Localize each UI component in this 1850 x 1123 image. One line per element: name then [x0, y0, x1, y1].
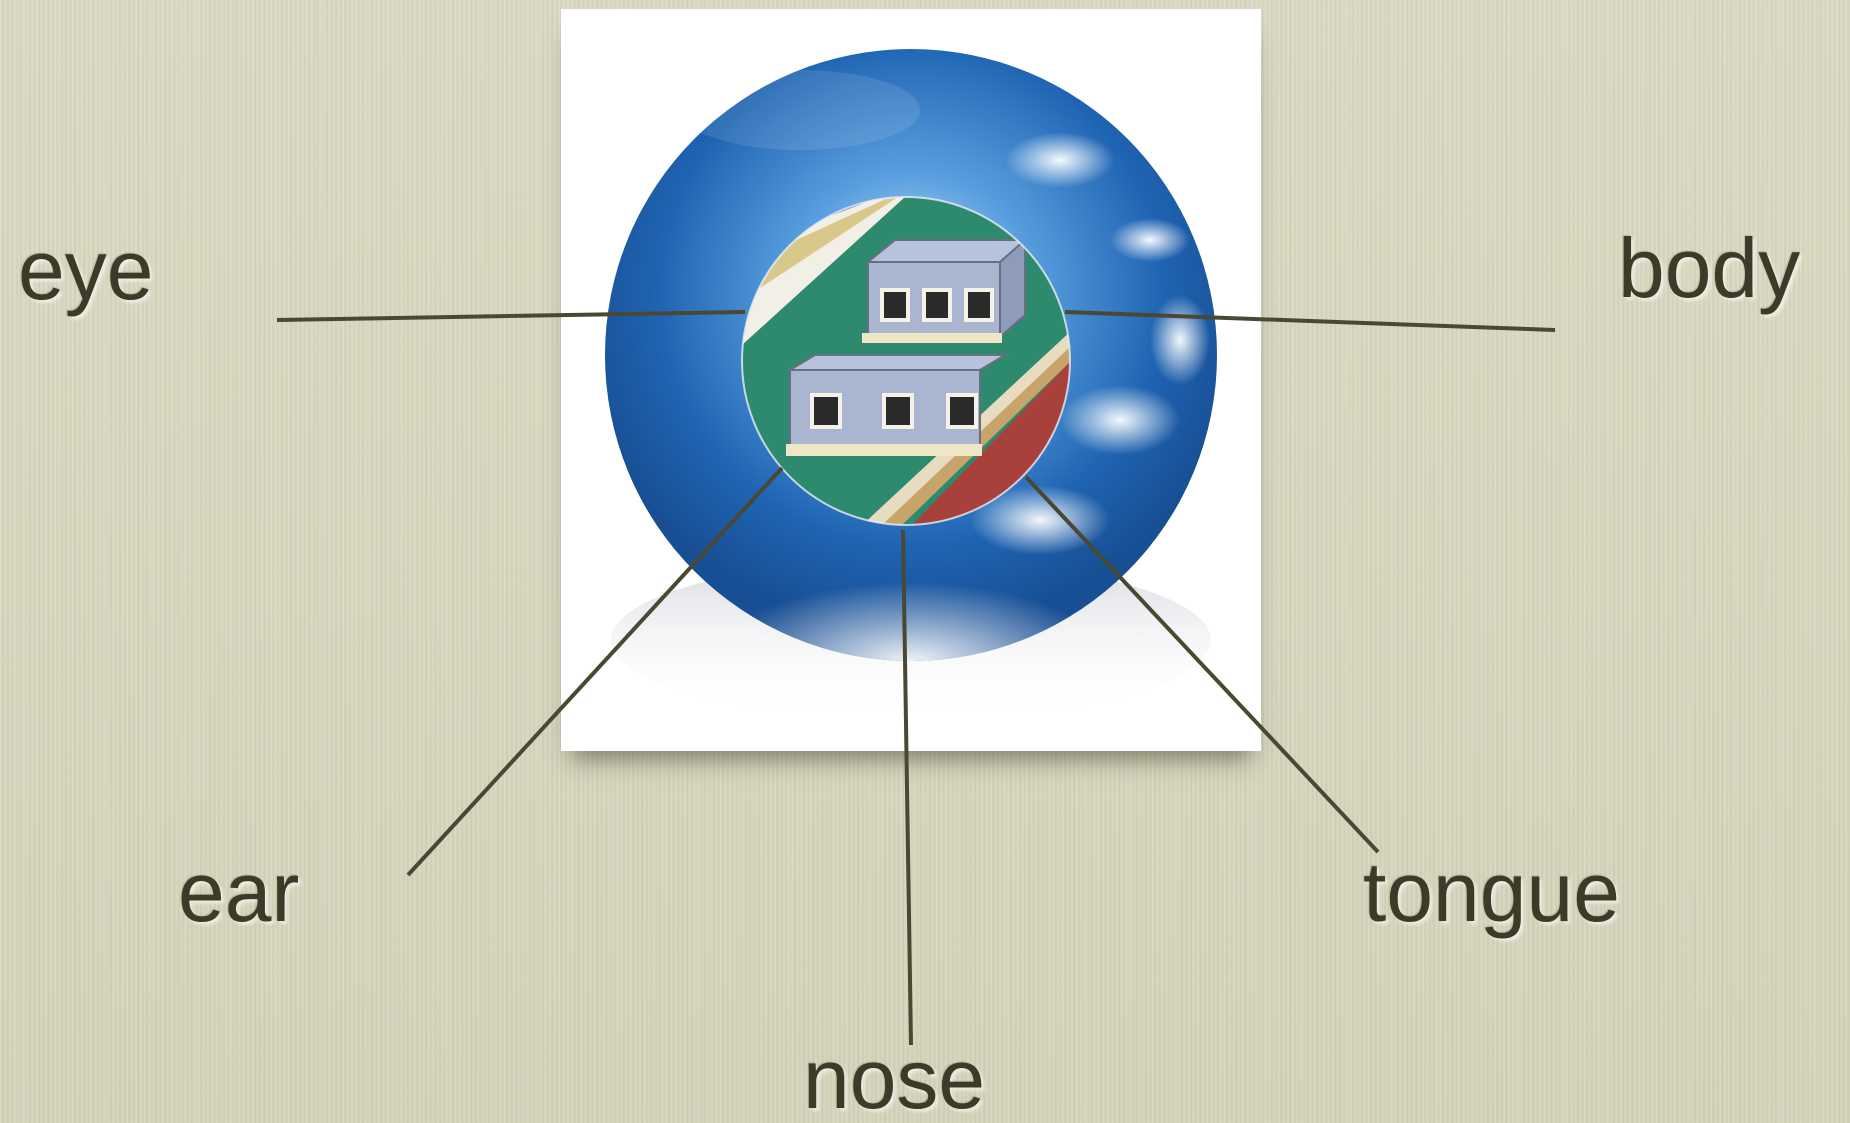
label-tongue: tongue	[1363, 850, 1620, 934]
lower-window-block	[786, 355, 1005, 456]
label-nose: nose	[803, 1037, 985, 1121]
label-ear: ear	[178, 850, 299, 934]
label-body: body	[1618, 226, 1800, 310]
upper-window-block	[862, 240, 1025, 343]
label-eye: eye	[18, 228, 153, 312]
